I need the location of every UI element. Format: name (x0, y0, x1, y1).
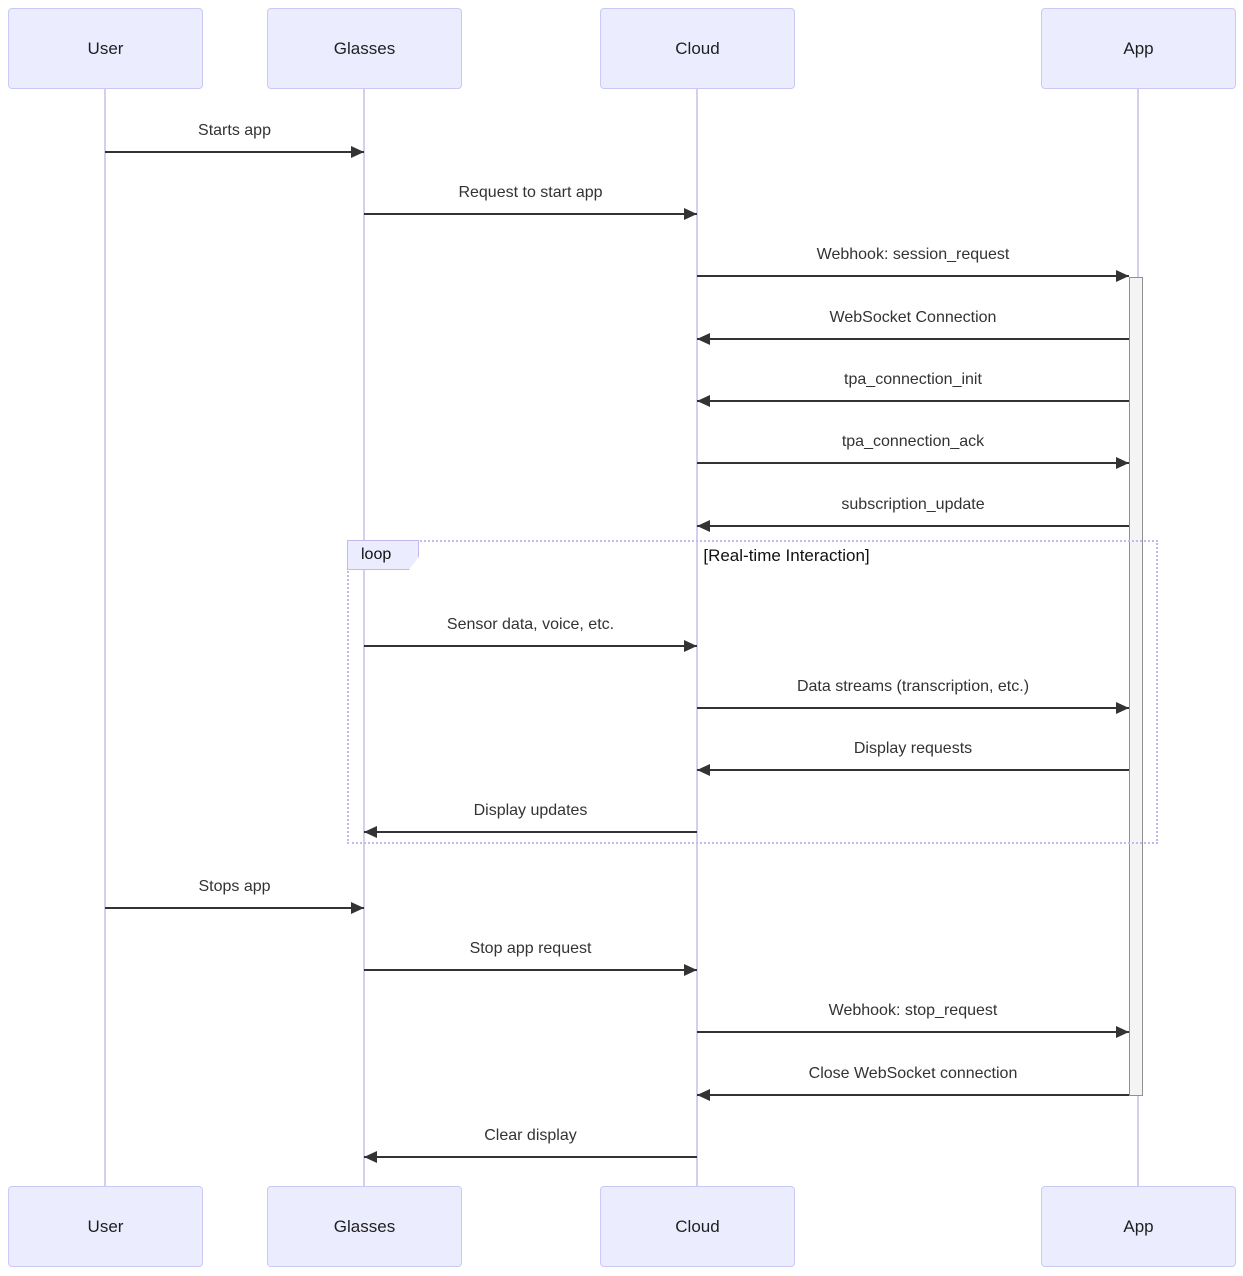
arrow-left-icon (697, 1089, 710, 1101)
arrow-right-icon (684, 640, 697, 652)
message-label: Sensor data, voice, etc. (446, 616, 615, 633)
message-arrow (697, 764, 1129, 776)
message-label: Display requests (853, 740, 973, 757)
arrow-right-icon (1116, 702, 1129, 714)
message-display-requests: Display requests (697, 737, 1129, 776)
message-arrow (697, 395, 1129, 407)
loop-frame: loop [Real-time Interaction] (347, 540, 1158, 844)
message-label: Starts app (198, 122, 271, 139)
message-arrow (697, 1089, 1129, 1101)
message-display-updates: Display updates (364, 799, 697, 838)
loop-condition: [Real-time Interaction] (703, 546, 870, 565)
message-label: Request to start app (458, 184, 603, 201)
message-label: WebSocket Connection (829, 309, 997, 326)
message-label: Close WebSocket connection (808, 1065, 1018, 1082)
arrow-left-icon (697, 395, 710, 407)
message-label: Data streams (transcription, etc.) (796, 678, 1030, 695)
lifeline-glasses (363, 89, 365, 1186)
message-arrow (697, 270, 1129, 282)
arrow-left-icon (697, 333, 710, 345)
message-data-streams: Data streams (transcription, etc.) (697, 675, 1129, 714)
message-request-to-start-app: Request to start app (364, 181, 697, 220)
participant-cloud-top: Cloud (600, 8, 795, 89)
message-label: Display updates (473, 802, 588, 819)
message-subscription-update: subscription_update (697, 493, 1129, 532)
arrow-left-icon (364, 826, 377, 838)
loop-label: loop (361, 546, 392, 563)
message-stops-app: Stops app (105, 875, 364, 914)
arrow-right-icon (351, 146, 364, 158)
arrow-left-icon (364, 1151, 377, 1163)
message-sensor-data: Sensor data, voice, etc. (364, 613, 697, 652)
message-arrow (697, 457, 1129, 469)
lifeline-cloud (696, 89, 698, 1186)
message-starts-app: Starts app (105, 119, 364, 158)
participant-app-bottom: App (1041, 1186, 1236, 1267)
message-label: Stops app (198, 878, 271, 895)
message-arrow (105, 146, 364, 158)
message-label: tpa_connection_init (844, 371, 982, 388)
message-arrow (364, 640, 697, 652)
message-label: Webhook: session_request (816, 246, 1010, 263)
message-tpa-connection-ack: tpa_connection_ack (697, 430, 1129, 469)
participant-user-bottom: User (8, 1186, 203, 1267)
message-arrow (364, 208, 697, 220)
message-arrow (697, 1026, 1129, 1038)
message-label: subscription_update (841, 496, 985, 513)
message-webhook-stop-request: Webhook: stop_request (697, 999, 1129, 1038)
message-label: Stop app request (469, 940, 592, 957)
message-close-websocket-connection: Close WebSocket connection (697, 1062, 1129, 1101)
message-webhook-session-request: Webhook: session_request (697, 243, 1129, 282)
message-label: Webhook: stop_request (828, 1002, 998, 1019)
message-arrow (697, 520, 1129, 532)
arrow-right-icon (1116, 270, 1129, 282)
lifeline-user (104, 89, 106, 1186)
participant-user-top: User (8, 8, 203, 89)
arrow-right-icon (351, 902, 364, 914)
loop-label-tab: loop (347, 540, 419, 570)
participant-cloud-bottom: Cloud (600, 1186, 795, 1267)
message-arrow (364, 826, 697, 838)
message-label: tpa_connection_ack (841, 433, 985, 450)
message-arrow (364, 1151, 697, 1163)
participant-app-top: App (1041, 8, 1236, 89)
arrow-right-icon (684, 208, 697, 220)
arrow-right-icon (1116, 1026, 1129, 1038)
message-clear-display: Clear display (364, 1124, 697, 1163)
arrow-right-icon (1116, 457, 1129, 469)
arrow-left-icon (697, 764, 710, 776)
message-stop-app-request: Stop app request (364, 937, 697, 976)
participant-glasses-bottom: Glasses (267, 1186, 462, 1267)
arrow-right-icon (684, 964, 697, 976)
message-label: Clear display (484, 1127, 577, 1144)
activation-bar-app (1129, 277, 1143, 1096)
message-arrow (364, 964, 697, 976)
participant-glasses-top: Glasses (267, 8, 462, 89)
message-arrow (697, 702, 1129, 714)
message-arrow (105, 902, 364, 914)
arrow-left-icon (697, 520, 710, 532)
message-arrow (697, 333, 1129, 345)
message-websocket-connection: WebSocket Connection (697, 306, 1129, 345)
message-tpa-connection-init: tpa_connection_init (697, 368, 1129, 407)
